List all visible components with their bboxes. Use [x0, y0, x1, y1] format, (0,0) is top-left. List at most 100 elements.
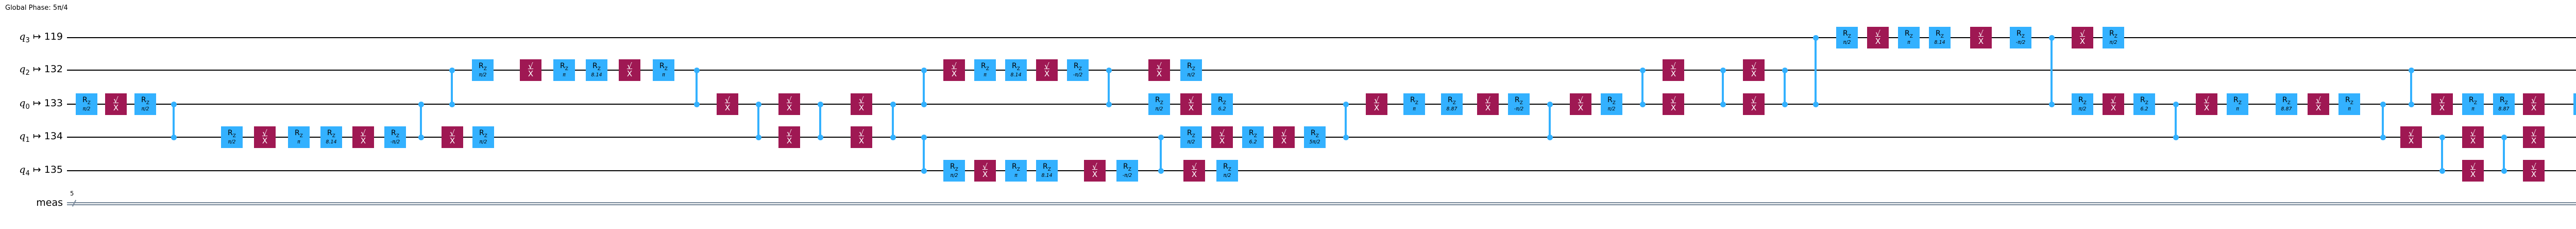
sqrt-x-gate: √X [619, 59, 640, 81]
cz-control-dot [817, 101, 823, 107]
cz-connector [1345, 104, 1347, 137]
sqrt-x-gate: √X [2523, 126, 2545, 148]
cz-connector [2175, 104, 2177, 137]
sqrt-x-gate: √X [2072, 27, 2093, 48]
cz-connector [892, 104, 894, 137]
cz-control-dot [755, 134, 761, 140]
cz-control-dot [2173, 134, 2179, 140]
sqrt-x-gate: √X [1211, 126, 1233, 148]
sqrt-x-gate: √X [1477, 93, 1499, 115]
cz-control-dot [1547, 101, 1553, 107]
wire-label-q2: q2 ↦ 132 [19, 63, 63, 77]
cz-connector [2410, 70, 2412, 104]
quantum-wire-q2 [67, 70, 2576, 71]
cz-control-dot [1343, 101, 1349, 107]
cz-connector [696, 70, 698, 104]
cz-connector [173, 104, 175, 137]
cz-control-dot [921, 101, 927, 107]
sqrt-x-gate: √X [974, 160, 996, 182]
cz-control-dot [418, 134, 424, 140]
rz-gate: RZ-π/2 [1067, 59, 1089, 81]
cz-control-dot [2173, 101, 2179, 107]
sqrt-x-gate: √X [1148, 59, 1170, 81]
cz-connector [1722, 70, 1724, 104]
sqrt-x-gate: √X [1867, 27, 1889, 48]
cz-control-dot [1547, 134, 1553, 140]
sqrt-x-gate: √X [1180, 93, 1202, 115]
cz-connector [923, 137, 925, 171]
cz-control-dot [418, 101, 424, 107]
sqrt-x-gate: √X [2103, 93, 2124, 115]
sqrt-x-gate: √X [717, 93, 738, 115]
cz-control-dot [2408, 101, 2414, 107]
sqrt-x-gate: √X [1366, 93, 1387, 115]
sqrt-x-gate: √X [2523, 160, 2545, 182]
sqrt-x-gate: √X [2523, 93, 2545, 115]
sqrt-x-gate: √X [2462, 160, 2484, 182]
sqrt-x-gate: √X [1970, 27, 1992, 48]
sqrt-x-gate: √X [352, 126, 374, 148]
rz-gate: RZ-π/2 [1508, 93, 1530, 115]
classical-register-size: 5 [70, 190, 74, 197]
cz-control-dot [693, 67, 700, 73]
classical-register-slash-icon [72, 200, 76, 207]
rz-gate: RZ-π/2 [2573, 93, 2576, 115]
cz-control-dot [1639, 101, 1646, 107]
wire-label-meas: meas [36, 197, 63, 208]
cz-connector [1108, 70, 1110, 104]
global-phase-label: Global Phase: 5π/4 [5, 4, 68, 12]
sqrt-x-gate: √X [1183, 160, 1205, 182]
cz-connector [923, 70, 925, 104]
cz-control-dot [2501, 134, 2507, 140]
cz-control-dot [2380, 134, 2386, 140]
cz-control-dot [1343, 134, 1349, 140]
cz-control-dot [2048, 35, 2055, 41]
sqrt-x-gate: √X [1084, 160, 1106, 182]
sqrt-x-gate: √X [851, 93, 872, 115]
sqrt-x-gate: √X [2462, 126, 2484, 148]
cz-control-dot [1158, 168, 1164, 174]
cz-connector [2441, 137, 2443, 171]
wire-label-q3: q3 ↦ 119 [19, 31, 63, 44]
cz-connector [1160, 137, 1162, 171]
cz-connector [2050, 38, 2053, 104]
cz-control-dot [1720, 101, 1726, 107]
sqrt-x-gate: √X [105, 93, 127, 115]
cz-control-dot [2380, 101, 2386, 107]
classical-wire-bottom [67, 204, 2576, 205]
cz-control-dot [1106, 67, 1112, 73]
cz-connector [451, 70, 453, 104]
cz-control-dot [1812, 35, 1819, 41]
cz-connector [1815, 38, 1817, 104]
cz-connector [1784, 70, 1786, 104]
sqrt-x-gate: √X [520, 59, 541, 81]
cz-control-dot [2439, 134, 2445, 140]
cz-control-dot [2439, 168, 2445, 174]
cz-control-dot [2501, 168, 2507, 174]
cz-connector [1549, 104, 1551, 137]
cz-control-dot [890, 134, 896, 140]
cz-connector [2503, 137, 2505, 171]
cz-control-dot [1639, 67, 1646, 73]
cz-control-dot [755, 101, 761, 107]
cz-control-dot [2408, 67, 2414, 73]
